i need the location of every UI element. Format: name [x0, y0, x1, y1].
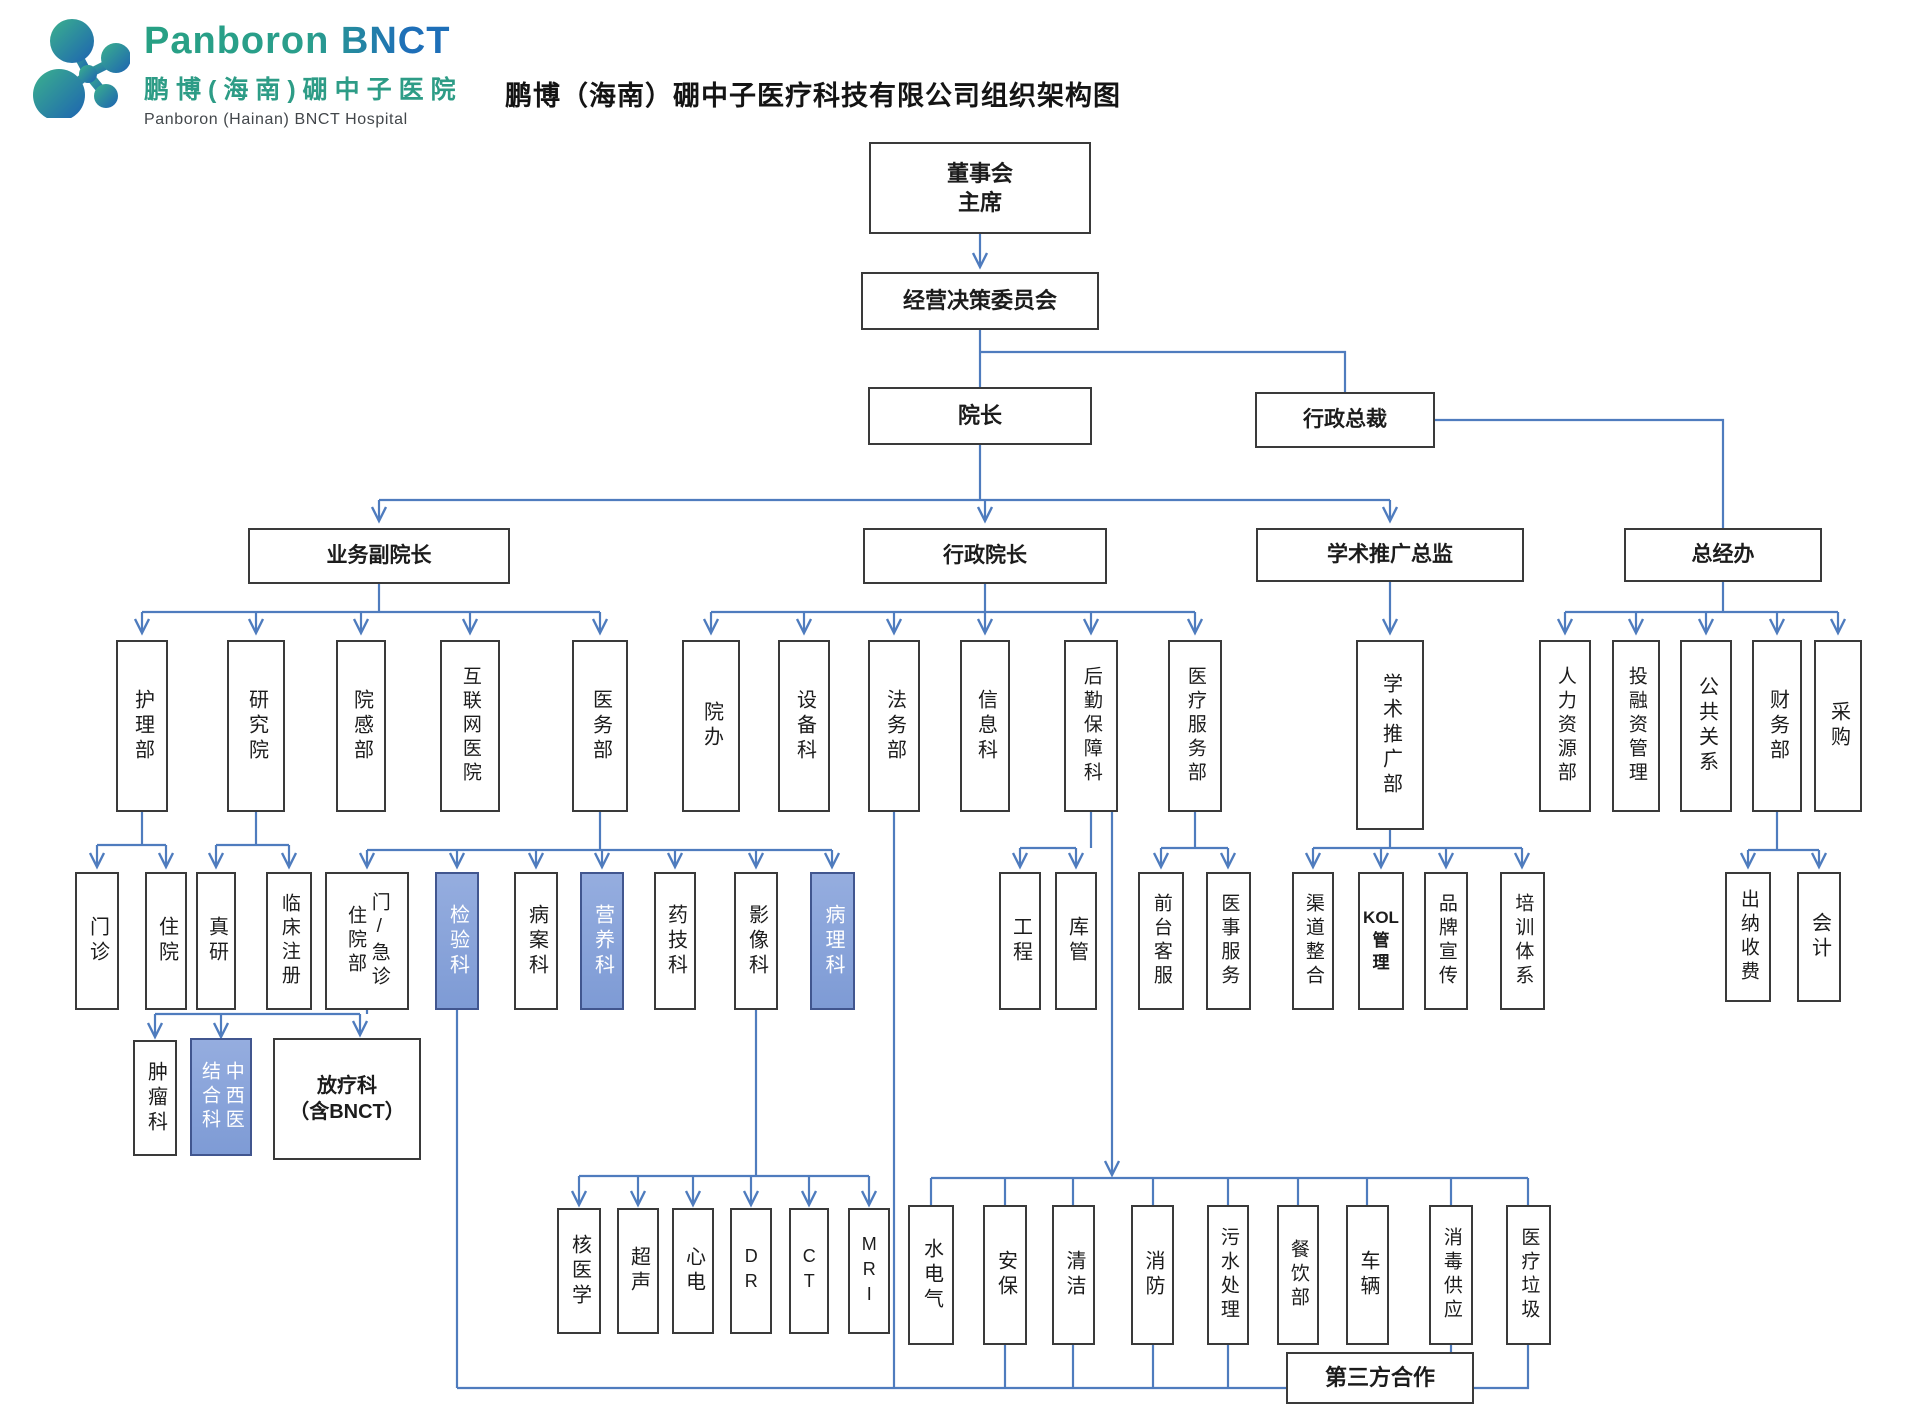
org-node-pr: 公共关系: [1680, 640, 1732, 812]
org-node-catering: 餐饮部: [1277, 1205, 1319, 1345]
org-node-outpatient: 门诊: [75, 872, 119, 1010]
org-node-accounting: 会计: [1797, 872, 1841, 1002]
org-node-imaging: 影像科: [734, 872, 778, 1010]
connector-line: [1474, 1345, 1530, 1390]
org-node-hr: 人力资源部: [1539, 640, 1591, 812]
org-node-lab: 检验科: [435, 872, 479, 1010]
org-node-dr: DR: [730, 1208, 772, 1334]
org-node-warehouse: 库管: [1055, 872, 1097, 1010]
org-node-inpatient_dept: 门/急诊 住院部: [325, 872, 409, 1010]
org-node-engineering: 工程: [999, 872, 1041, 1010]
org-node-gm_office: 总经办: [1624, 528, 1822, 582]
org-node-inpatient: 住院: [145, 872, 187, 1010]
org-node-ct: CT: [789, 1208, 829, 1334]
org-node-clinical_reg: 临床注册: [266, 872, 312, 1010]
org-node-legal: 法务部: [868, 640, 920, 812]
molecule-logo-icon: [33, 19, 130, 118]
org-node-board: 董事会 主席: [869, 142, 1091, 234]
org-node-true_research: 真研: [196, 872, 236, 1010]
org-node-vp_business: 业务副院长: [248, 528, 510, 584]
org-node-security: 安保: [983, 1205, 1027, 1345]
org-node-medical_waste: 医疗垃圾: [1506, 1205, 1551, 1345]
org-node-nursing: 护理部: [116, 640, 168, 812]
org-node-kol: KOL 管 理: [1358, 872, 1404, 1010]
org-node-nuclear: 核医学: [557, 1208, 601, 1334]
org-node-front_desk: 前台客服: [1138, 872, 1184, 1010]
org-node-fire: 消防: [1131, 1205, 1174, 1345]
org-node-procurement: 采购: [1814, 640, 1862, 812]
org-node-medical_affairs: 医务部: [572, 640, 628, 812]
org-node-nutrition: 营养科: [580, 872, 624, 1010]
org-node-internet_hospital: 互联网医院: [440, 640, 500, 812]
org-node-disinfection: 消毒供应: [1429, 1205, 1473, 1345]
org-node-ceo: 行政总裁: [1255, 392, 1435, 448]
org-node-brand_promo: 品牌宣传: [1424, 872, 1468, 1010]
org-node-research: 研究院: [227, 640, 285, 812]
connector-line: [980, 350, 1347, 392]
org-node-dean: 院长: [868, 387, 1092, 445]
org-node-hospital_office: 院办: [682, 640, 740, 812]
org-node-utilities: 水电气: [908, 1205, 954, 1345]
org-node-equipment: 设备科: [778, 640, 830, 812]
org-node-investment: 投融资管理: [1612, 640, 1660, 812]
org-node-pharmacy_tech: 药技科: [654, 872, 696, 1010]
org-node-tcm: 中西医 结合科: [190, 1038, 252, 1156]
org-node-channel: 渠道整合: [1292, 872, 1334, 1010]
org-node-finance: 财务部: [1752, 640, 1802, 812]
org-node-radiotherapy: 放疗科 （含BNCT）: [273, 1038, 421, 1160]
org-node-oncology: 肿瘤科: [133, 1040, 177, 1156]
page-title: 鹏博（海南）硼中子医疗科技有限公司组织架构图: [505, 81, 1121, 111]
org-node-cleaning: 清洁: [1052, 1205, 1095, 1345]
org-node-academic_dept: 学术推广部: [1356, 640, 1424, 830]
org-node-logistics: 后勤保障科: [1064, 640, 1118, 812]
org-node-training: 培训体系: [1500, 872, 1545, 1010]
org-node-infection: 院感部: [336, 640, 386, 812]
org-node-information: 信息科: [960, 640, 1010, 812]
org-node-ecg: 心电: [672, 1208, 714, 1334]
org-node-dir_academic: 学术推广总监: [1256, 528, 1524, 582]
org-node-cashier: 出纳收费: [1725, 872, 1771, 1002]
brand-name: Panboron BNCT: [144, 20, 463, 63]
connector-line: [1435, 418, 1725, 528]
brand-name-english: Panboron (Hainan) BNCT Hospital: [144, 111, 408, 128]
org-node-mri: MRI: [848, 1208, 890, 1334]
org-node-vehicles: 车辆: [1346, 1205, 1389, 1345]
org-node-third_party: 第三方合作: [1286, 1352, 1474, 1404]
org-node-records: 病案科: [514, 872, 558, 1010]
org-node-ultrasound: 超声: [617, 1208, 659, 1334]
org-node-committee: 经营决策委员会: [861, 272, 1099, 330]
brand-name-chinese: 鹏博(海南)硼中子医院: [144, 76, 463, 104]
org-node-pathology: 病理科: [810, 872, 855, 1010]
org-node-dean_admin: 行政院长: [863, 528, 1107, 584]
logo: Panboron BNCT 鹏博(海南)硼中子医院 Panboron (Hain…: [26, 8, 463, 129]
org-node-sewage: 污水处理: [1207, 1205, 1249, 1345]
org-node-medical_affairs_svc: 医事服务: [1206, 872, 1251, 1010]
org-node-medical_service: 医疗服务部: [1168, 640, 1222, 812]
